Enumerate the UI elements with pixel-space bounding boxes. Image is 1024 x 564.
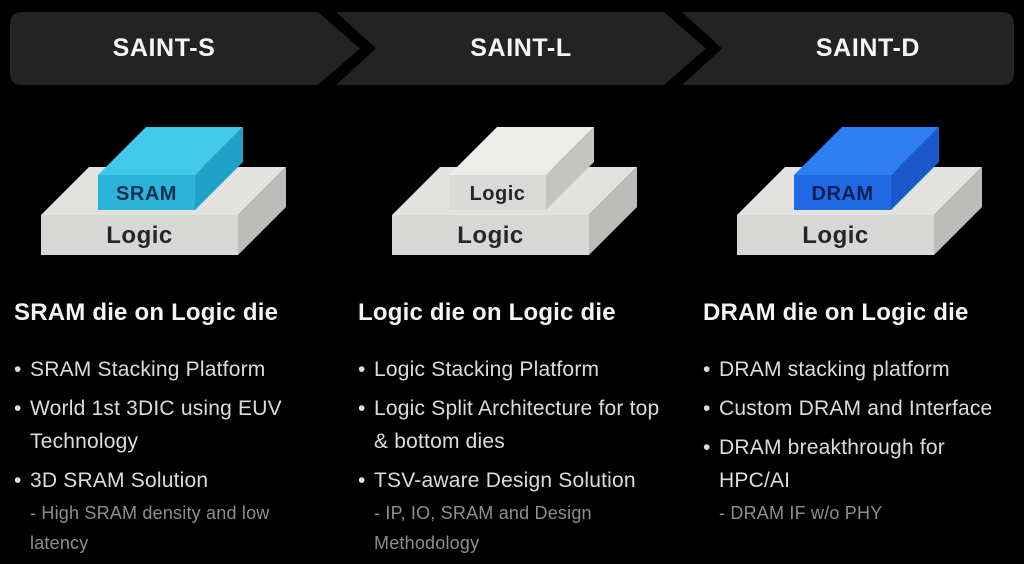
list-item: • SRAM Stacking Platform: [14, 353, 314, 386]
column-heading: SRAM die on Logic die: [14, 299, 279, 326]
banner-item-saint-l: SAINT-L: [470, 34, 572, 62]
base-die-side-face: [934, 167, 982, 255]
feature-list: • Logic Stacking Platform • Logic Split …: [358, 353, 670, 558]
column-heading: Logic die on Logic die: [358, 299, 616, 326]
top-die-label: DRAM: [812, 183, 874, 205]
top-die-top-face: [449, 127, 594, 175]
banner-item-saint-s: SAINT-S: [112, 34, 216, 62]
top-die-side-face: [891, 127, 939, 210]
list-item: • DRAM stacking platform: [703, 353, 1003, 386]
bullet-text: Logic Split Architecture for top & botto…: [374, 397, 660, 453]
chip-stack-art-dram-on-logic: DRAM Logic: [737, 127, 982, 255]
bullet-text: Logic Stacking Platform: [374, 358, 600, 381]
bullet-text: TSV-aware Design Solution: [374, 469, 636, 492]
top-die-front-face: [449, 175, 546, 210]
bullet-marker: •: [358, 397, 366, 420]
feature-list: • DRAM stacking platform • Custom DRAM a…: [703, 353, 1003, 528]
bullet-text: Custom DRAM and Interface: [719, 397, 993, 420]
top-die-label: Logic: [470, 183, 526, 205]
top-die-top-face: [98, 127, 243, 175]
sub-bullet-text: - High SRAM density and low latency: [30, 503, 270, 553]
list-item: • TSV-aware Design Solution - IP, IO, SR…: [358, 464, 670, 558]
base-die-label: Logic: [802, 222, 869, 249]
list-item: • DRAM breakthrough for HPC/AI - DRAM IF…: [703, 431, 1003, 528]
banner-chevron-shapes: [10, 12, 1014, 85]
base-die-front-face: [737, 215, 934, 255]
bullet-marker: •: [14, 358, 22, 381]
column-saint-l: Logic Logic Logic die on Logic die • Log…: [358, 120, 670, 564]
top-die-front-face: [794, 175, 891, 210]
base-die-label: Logic: [457, 222, 524, 249]
bullet-text: DRAM breakthrough for HPC/AI: [719, 436, 945, 492]
column-saint-s: SRAM Logic SRAM die on Logic die • SRAM …: [14, 120, 314, 564]
base-die-front-face: [392, 215, 589, 255]
list-item: • Logic Stacking Platform: [358, 353, 670, 386]
chip-stack-art-logic-on-logic: Logic Logic: [392, 127, 637, 255]
bullet-text: DRAM stacking platform: [719, 358, 950, 381]
bullet-marker: •: [14, 469, 22, 492]
base-die-front-face: [41, 215, 238, 255]
column-heading: DRAM die on Logic die: [703, 299, 969, 326]
list-item: • Custom DRAM and Interface: [703, 392, 1003, 425]
list-item: • 3D SRAM Solution - High SRAM density a…: [14, 464, 314, 558]
list-item: • Logic Split Architecture for top & bot…: [358, 392, 670, 458]
top-die-top-face: [794, 127, 939, 175]
top-die-side-face: [546, 127, 594, 210]
bullet-marker: •: [358, 469, 366, 492]
bullet-text: SRAM Stacking Platform: [30, 358, 266, 381]
bullet-marker: •: [703, 358, 711, 381]
bullet-marker: •: [703, 397, 711, 420]
column-saint-d: DRAM Logic DRAM die on Logic die • DRAM …: [703, 120, 1003, 534]
chip-stack-art-sram-on-logic: SRAM Logic: [41, 127, 286, 255]
sub-bullet-text: - IP, IO, SRAM and Design Methodology: [374, 503, 592, 553]
banner-item-saint-d: SAINT-D: [815, 34, 921, 62]
sub-bullet-text: - DRAM IF w/o PHY: [719, 503, 883, 523]
banner-segment-saint-d: [682, 12, 1014, 85]
base-die-side-face: [238, 167, 286, 255]
bullet-marker: •: [358, 358, 366, 381]
feature-list: • SRAM Stacking Platform • World 1st 3DI…: [14, 353, 314, 558]
bullet-text: 3D SRAM Solution: [30, 469, 209, 492]
base-die-label: Logic: [106, 222, 173, 249]
top-die-front-face: [98, 175, 195, 210]
base-die-side-face: [589, 167, 637, 255]
list-item: • World 1st 3DIC using EUV Technology: [14, 392, 314, 458]
bullet-marker: •: [14, 397, 22, 420]
banner-segment-saint-l: [336, 12, 706, 85]
top-die-side-face: [195, 127, 243, 210]
bullet-text: World 1st 3DIC using EUV Technology: [30, 397, 282, 453]
process-banner: SAINT-S SAINT-L SAINT-D: [10, 12, 1014, 85]
top-die-label: SRAM: [116, 183, 177, 205]
banner-segment-saint-s: [10, 12, 360, 85]
bullet-marker: •: [703, 436, 711, 459]
